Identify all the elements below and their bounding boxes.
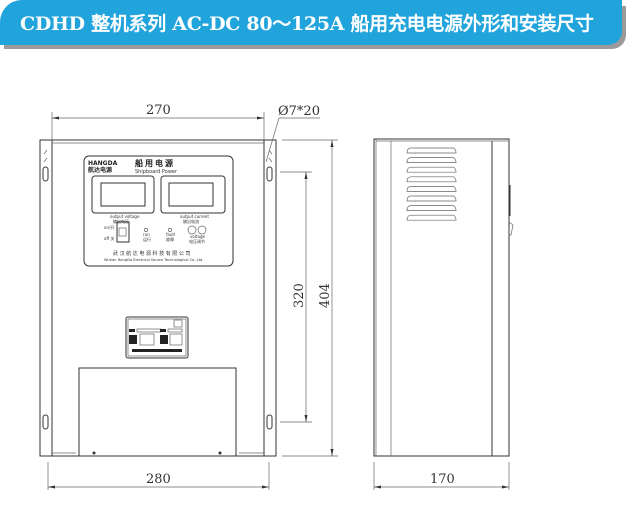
vent-slot (406, 157, 457, 163)
front-view: HANGDA 航达电源 船用电源 Shipboard Power output … (39, 139, 277, 457)
mount-slot (42, 414, 49, 430)
vent-slot (406, 205, 457, 211)
vent-slot (406, 147, 457, 154)
svg-text:运行: 运行 (143, 236, 151, 242)
side-view (373, 138, 514, 457)
svg-text:Wuhan HangDa Electrical Source: Wuhan HangDa Electrical Source Technolog… (104, 258, 203, 262)
svg-text:320: 320 (292, 283, 307, 308)
nameplate (125, 316, 189, 359)
svg-text:故障: 故障 (166, 236, 174, 242)
svg-text:电压调节: 电压调节 (189, 238, 205, 244)
mount-slot (266, 166, 273, 182)
svg-text:fault: fault (166, 232, 176, 237)
dimension-320: 320 (280, 171, 312, 423)
dimension-280: 280 (47, 462, 270, 490)
svg-text:280: 280 (146, 472, 171, 487)
vent-slot (406, 214, 457, 221)
panel-title-en: Shipboard Power (135, 169, 178, 175)
power-switch (116, 221, 130, 243)
vent-slot (406, 176, 457, 183)
svg-text:off 关: off 关 (104, 235, 114, 241)
dimension-270: 270 (51, 103, 265, 140)
svg-text:run: run (143, 232, 150, 237)
panel-title-cn: 船用电源 (135, 158, 175, 168)
voltage-knob-icon (187, 225, 197, 235)
vent-slot (406, 166, 457, 173)
mount-slot (266, 414, 273, 430)
svg-text:404: 404 (318, 283, 333, 308)
svg-text:Ø7*20: Ø7*20 (278, 104, 320, 119)
control-panel (83, 155, 234, 267)
mount-slot (42, 166, 49, 182)
vent-slot (406, 195, 457, 202)
dimension-hole: Ø7*20 (265, 104, 320, 163)
voltage-knob-icon (197, 225, 207, 235)
vent-slot (406, 186, 457, 192)
svg-text:输出电流: 输出电流 (183, 218, 199, 224)
panel-logo: HANGDA (88, 160, 118, 167)
svg-text:170: 170 (430, 472, 455, 487)
svg-text:voltage: voltage (190, 234, 205, 239)
dimension-170: 170 (373, 462, 510, 490)
fault-led-icon (168, 228, 172, 232)
svg-text:输出电压: 输出电压 (113, 218, 129, 224)
svg-text:output current: output current (180, 214, 209, 219)
svg-text:武 汉 航 达 电 源 科 技 有 限 公 司: 武 汉 航 达 电 源 科 技 有 限 公 司 (113, 250, 190, 257)
dimension-404: 404 (282, 139, 338, 457)
run-led-icon (144, 228, 148, 232)
svg-text:on/开: on/开 (104, 225, 114, 230)
page-title: CDHD 整机系列 AC-DC 80～125A 船用充电电源外形和安装尺寸 (20, 13, 594, 35)
title-banner: CDHD 整机系列 AC-DC 80～125A 船用充电电源外形和安装尺寸 (0, 0, 622, 45)
svg-text:270: 270 (146, 103, 171, 118)
vent-slots (406, 147, 457, 221)
panel-logo-cn: 航达电源 (88, 166, 112, 174)
svg-text:output voltage: output voltage (110, 214, 140, 219)
